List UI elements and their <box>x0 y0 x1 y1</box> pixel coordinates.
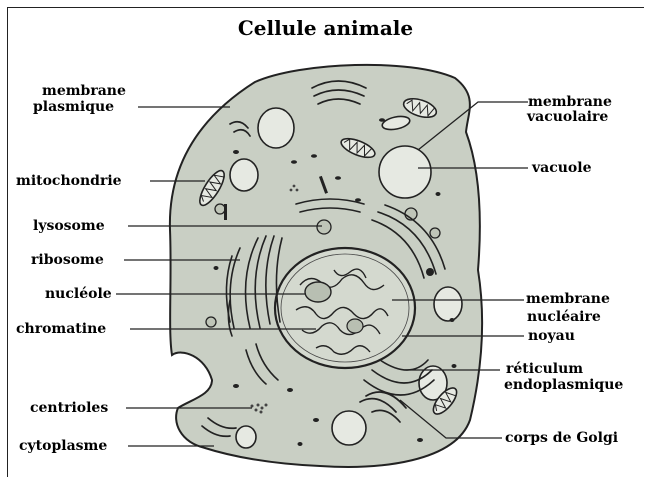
label-corps-de-golgi: corps de Golgi <box>505 431 618 446</box>
label-noyau: noyau <box>528 329 575 344</box>
label-ribosome: ribosome <box>31 253 104 268</box>
label-reticulum-line2: endoplasmique <box>504 378 623 393</box>
nucleolus <box>305 282 331 302</box>
label-membrane-vacuolaire-line2: vacuolaire <box>527 110 608 125</box>
label-lysosome: lysosome <box>33 219 105 234</box>
label-chromatine: chromatine <box>16 322 106 337</box>
label-membrane-nucleaire-line1: membrane <box>526 292 610 307</box>
label-reticulum-line1: réticulum <box>506 362 583 377</box>
label-mitochondrie: mitochondrie <box>16 174 122 189</box>
label-centrioles: centrioles <box>30 401 108 416</box>
label-nucleole: nucléole <box>45 287 112 302</box>
label-membrane-plasmique-line2: plasmique <box>33 100 114 115</box>
label-membrane-plasmique-line1: membrane <box>42 84 126 99</box>
label-membrane-vacuolaire-line1: membrane <box>528 95 612 110</box>
nucleolus-small <box>347 319 363 333</box>
label-vacuole: vacuole <box>532 161 591 176</box>
label-cytoplasme: cytoplasme <box>19 439 107 454</box>
label-membrane-nucleaire-line2: nucléaire <box>527 310 601 325</box>
